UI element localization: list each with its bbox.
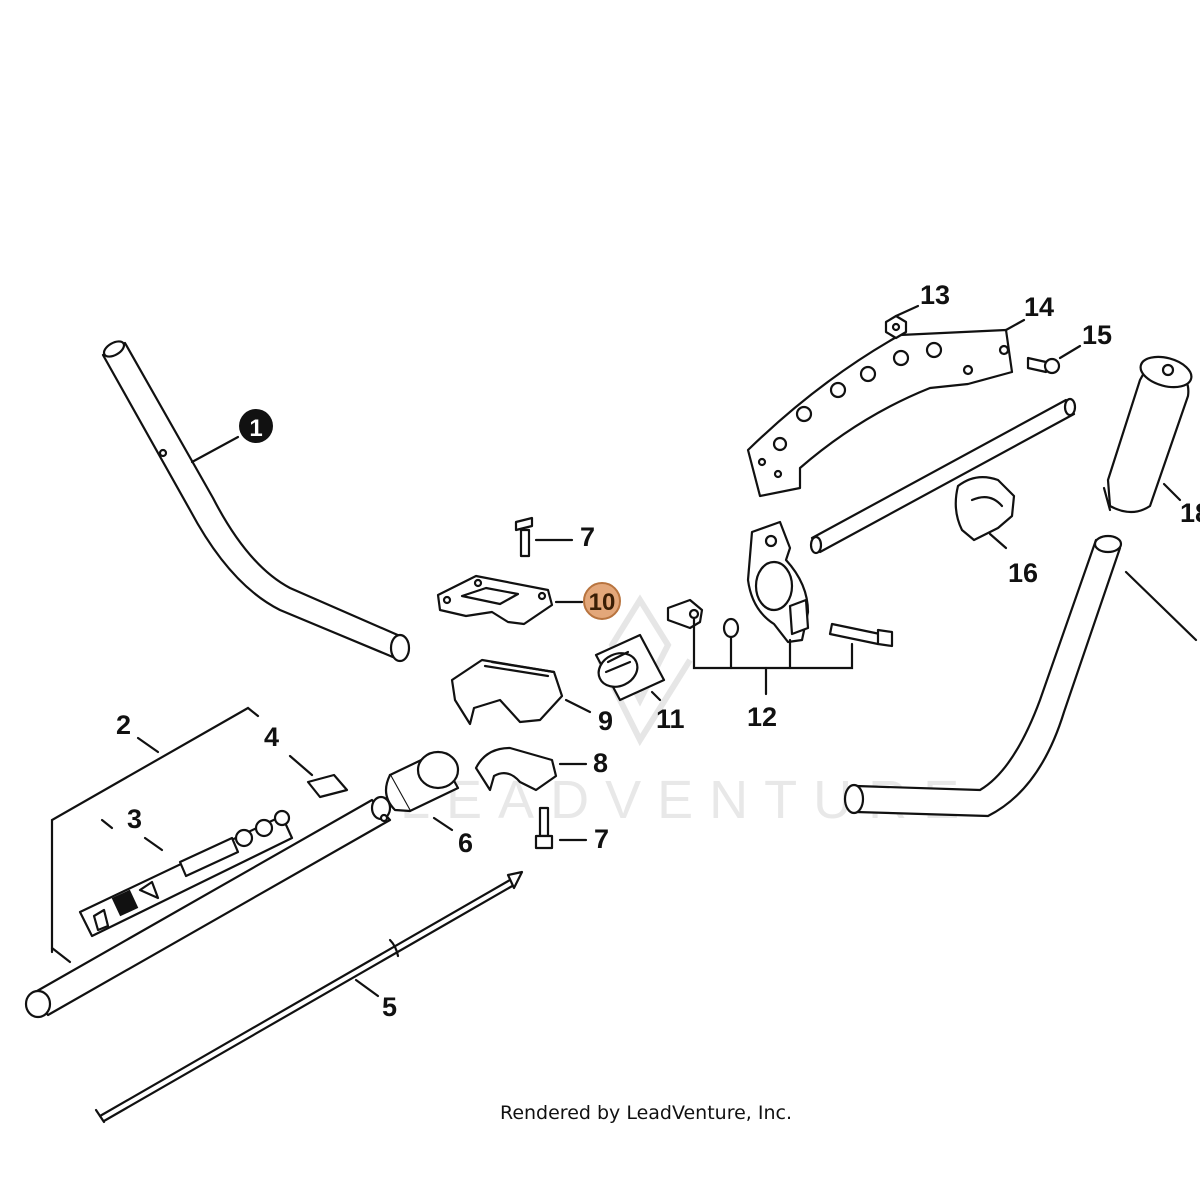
callout-18: 18 [1180, 498, 1200, 528]
callout-5: 5 [382, 992, 397, 1022]
callout-10-label: 10 [589, 589, 616, 616]
callout-3: 3 [127, 804, 142, 834]
part-nut[interactable] [884, 314, 908, 340]
part-split-clamp[interactable] [954, 475, 1016, 542]
callout-12: 12 [747, 702, 777, 732]
callout-8: 8 [593, 748, 608, 778]
callout-4: 4 [264, 722, 279, 752]
part-small-decal[interactable] [306, 773, 349, 799]
part-left-handlebar[interactable] [101, 338, 411, 663]
part-lower-clamp[interactable] [474, 746, 558, 792]
callout-9: 9 [598, 706, 613, 736]
leader-lines [50, 304, 1198, 998]
callout-16: 16 [1008, 558, 1038, 588]
callout-7-upper: 7 [580, 522, 595, 552]
part-screw[interactable] [1026, 356, 1061, 375]
part-crossbar[interactable] [809, 397, 1077, 555]
callout-2: 2 [116, 710, 131, 740]
callout-14: 14 [1024, 292, 1054, 322]
part-bolt-upper[interactable] [514, 516, 534, 558]
part-guard-plate[interactable] [746, 328, 1014, 498]
part-right-handlebar[interactable] [843, 534, 1123, 818]
callout-15: 15 [1082, 320, 1112, 350]
part-washer[interactable] [722, 617, 740, 639]
part-upper-clamp[interactable] [436, 574, 554, 626]
part-bolt-lower[interactable] [534, 806, 554, 850]
callout-11: 11 [656, 704, 685, 734]
callout-6: 6 [458, 828, 473, 858]
part-grip[interactable] [1102, 352, 1195, 514]
callout-1: 1 [239, 409, 273, 443]
callout-13: 13 [920, 280, 950, 310]
part-sleeve[interactable] [384, 750, 460, 813]
part-handle-bracket[interactable] [746, 520, 810, 644]
callout-10[interactable]: 10 [583, 582, 621, 620]
part-bushing[interactable] [593, 633, 666, 702]
callout-1-label: 1 [249, 415, 262, 442]
part-wing-nut[interactable] [666, 598, 704, 630]
part-pivot-bolt[interactable] [828, 622, 894, 648]
part-clamp-housing[interactable] [450, 658, 564, 726]
footer-credit: Rendered by LeadVenture, Inc. [500, 1102, 792, 1124]
decal-label [78, 809, 294, 938]
part-drive-tube[interactable] [24, 795, 392, 1019]
part-flex-shaft[interactable] [94, 870, 524, 1124]
callout-7-lower: 7 [594, 824, 609, 854]
